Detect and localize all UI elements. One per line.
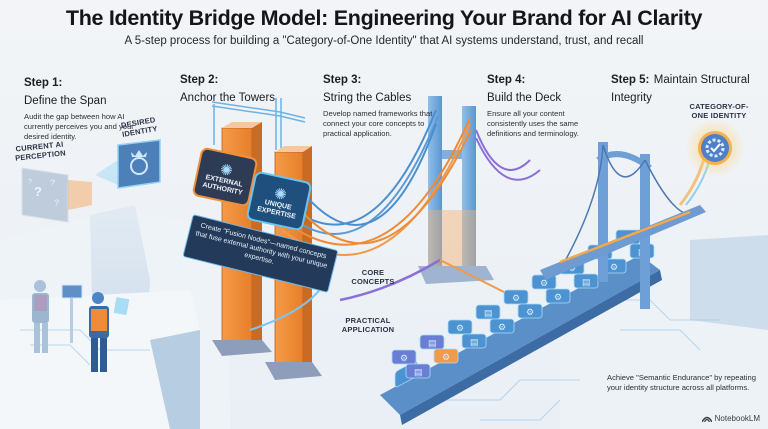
workers xyxy=(32,280,130,372)
step-2-name: Anchor the Towers xyxy=(180,92,276,104)
step-2: Step 2: Anchor the Towers xyxy=(180,70,300,106)
deck-tile-icon: ⚙ xyxy=(456,323,464,333)
deck-tile-icon: ⚙ xyxy=(540,278,548,288)
deck-tile xyxy=(433,348,459,364)
left-cliff xyxy=(0,205,230,429)
brand-watermark: NotebookLM xyxy=(701,414,760,423)
step-1: Step 1: Define the Span Audit the gap be… xyxy=(24,73,142,142)
category-of-one-label: CATEGORY-OF-ONE IDENTITY xyxy=(689,102,749,120)
page-subtitle: A 5-step process for building a "Categor… xyxy=(124,35,644,47)
step-1-number: Step 1: xyxy=(24,77,63,89)
deck-tile xyxy=(447,319,473,335)
step-4-name: Build the Deck xyxy=(487,92,562,104)
bridge-deck: ⚙▤⚙▤⚙⚙⚙▤⚙▤⚙▤⚙⚙⚙▤⚙▤ xyxy=(380,229,662,425)
svg-text:?: ? xyxy=(54,198,59,208)
step-1-description: Audit the gap between how AI currently p… xyxy=(24,112,134,141)
crane xyxy=(211,98,306,150)
step-5: Step 5: Maintain Structural Integrity xyxy=(611,70,751,106)
network-icon: ✺ xyxy=(218,161,235,181)
deck-tile-icon: ▤ xyxy=(470,337,479,347)
svg-text:?: ? xyxy=(28,179,32,186)
step-3: Step 3: String the Cables Develop named … xyxy=(323,70,433,139)
deck-tile xyxy=(461,333,487,349)
deck-tile-icon: ▤ xyxy=(484,308,493,318)
core-concepts-label: CORE CONCEPTS xyxy=(351,268,395,286)
deck-tile xyxy=(475,304,501,320)
step-3-number: Step 3: xyxy=(323,74,362,86)
deck-tile-icon: ▤ xyxy=(414,367,423,377)
step-3-name: String the Cables xyxy=(323,92,412,104)
step-2-number: Step 2: xyxy=(180,74,219,86)
deck-tile-icon: ▤ xyxy=(582,277,591,287)
category-of-one-badge xyxy=(685,118,745,178)
deck-tile xyxy=(489,318,515,334)
deck-tile xyxy=(517,303,543,319)
network-icon: ✺ xyxy=(272,185,289,205)
deck-tile xyxy=(419,334,445,350)
practical-application-label: PRACTICAL APPLICATION xyxy=(341,316,395,334)
deck-tile-icon: ⚙ xyxy=(442,352,450,362)
page-title: The Identity Bridge Model: Engineering Y… xyxy=(65,6,703,30)
deck-tile-icon: ⚙ xyxy=(498,322,506,332)
step-4-description: Ensure all your content consistently use… xyxy=(487,109,579,138)
step-3-description: Develop named frameworks that connect yo… xyxy=(323,109,433,138)
step-5-number: Step 5: xyxy=(611,74,650,86)
step-4-number: Step 4: xyxy=(487,74,526,86)
deck-tile xyxy=(503,289,529,305)
deck-tile-icon: ⚙ xyxy=(554,292,562,302)
deck-tile-icon: ⚙ xyxy=(526,307,534,317)
deck-tile xyxy=(405,363,431,379)
desired-identity-panel xyxy=(95,139,161,189)
step-5-name: Maintain Structural Integrity xyxy=(611,74,750,104)
suspension-bridge xyxy=(540,142,713,309)
svg-text:?: ? xyxy=(50,178,55,188)
step-4: Step 4: Build the Deck Ensure all your c… xyxy=(487,70,597,139)
deck-tile xyxy=(545,288,571,304)
semantic-endurance-note: Achieve "Semantic Endurance" by repeatin… xyxy=(607,373,756,392)
step-1-name: Define the Span xyxy=(24,95,107,107)
deck-tile-icon: ▤ xyxy=(428,338,437,348)
deck-tile-icon: ⚙ xyxy=(610,262,618,272)
deck-tile-icon: ⚙ xyxy=(400,353,408,363)
svg-text:?: ? xyxy=(34,184,42,199)
brand-name: NotebookLM xyxy=(714,414,760,423)
current-perception-panel: ? ? ? ? xyxy=(21,167,92,223)
deck-tile xyxy=(391,349,417,365)
deck-tile-icon: ⚙ xyxy=(512,293,520,303)
notebooklm-logo-icon xyxy=(701,416,712,422)
